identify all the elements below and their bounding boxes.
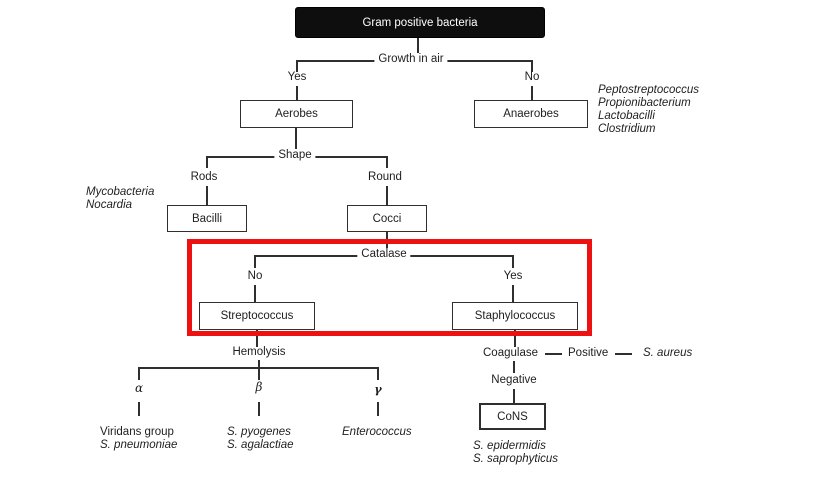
connector-line: [258, 360, 260, 368]
branch-label-rods: Rods: [190, 171, 218, 183]
node-gram-positive-bacteria: Gram positive bacteria: [295, 7, 545, 38]
connector-line: [254, 285, 256, 302]
result-s-aureus: S. aureus: [643, 347, 693, 359]
node-label: Anaerobes: [503, 108, 559, 120]
connector-line: [531, 61, 533, 72]
connector-line: [386, 232, 388, 256]
cons-species-list: S. epidermidis S. saprophyticus: [473, 440, 558, 466]
anaerobe-species-list: Peptostreptococcus Propionibacterium Lac…: [598, 84, 699, 136]
connector-line: [206, 157, 208, 168]
connector-line: [377, 402, 379, 416]
node-label: Staphylococcus: [474, 310, 556, 322]
decision-growth-in-air: Growth in air: [374, 53, 448, 66]
species-item: Enterococcus: [342, 426, 412, 438]
connector-line: [258, 402, 260, 416]
beta-species-list: S. pyogenes S. agalactiae: [227, 426, 294, 452]
node-staphylococcus: Staphylococcus: [452, 302, 578, 330]
dash-line: [545, 353, 562, 355]
connector-line: [386, 186, 388, 205]
decision-catalase: Catalase: [357, 248, 411, 261]
branch-label-yes: Yes: [287, 71, 307, 83]
connector-line: [377, 368, 379, 380]
connector-line: [417, 38, 419, 60]
node-streptococcus: Streptococcus: [199, 302, 315, 330]
species-item: Nocardia: [86, 199, 133, 211]
connector-line: [513, 389, 515, 403]
branch-label-alpha: α: [134, 381, 144, 395]
node-cons: CoNS: [479, 403, 546, 430]
connector-line: [296, 61, 298, 72]
branch-label-catalase-yes: Yes: [503, 270, 523, 282]
branch-label-negative: Negative: [491, 374, 537, 386]
species-item: S. epidermidis: [473, 440, 546, 452]
connector-line: [296, 86, 298, 100]
species-item: Lactobacilli: [598, 110, 655, 122]
connector-line: [513, 361, 515, 373]
species-item: S. pneumoniae: [100, 439, 178, 451]
species-item: Peptostreptococcus: [598, 84, 700, 96]
node-bacilli: Bacilli: [167, 205, 247, 232]
node-label: Aerobes: [275, 108, 318, 120]
connector-line: [512, 256, 514, 268]
connector-line: [512, 285, 514, 302]
connector-line: [256, 330, 258, 347]
connector-line: [138, 402, 140, 416]
node-aerobes: Aerobes: [240, 100, 353, 128]
decision-hemolysis: Hemolysis: [232, 346, 286, 358]
connector-line: [254, 256, 256, 268]
node-label: Cocci: [372, 212, 402, 225]
bacilli-species-list: Mycobacteria Nocardia: [86, 186, 154, 212]
connector-line: [258, 368, 260, 380]
decision-coagulase: Coagulase: [483, 347, 538, 359]
species-item: Viridans group: [100, 426, 174, 438]
node-anaerobes: Anaerobes: [474, 100, 588, 128]
branch-label-gamma: γ: [374, 383, 382, 396]
species-item: S. pyogenes: [227, 426, 291, 438]
node-label: CoNS: [497, 410, 528, 423]
species-item: Propionibacterium: [598, 97, 691, 109]
branch-label-positive: Positive: [568, 347, 609, 359]
alpha-species-list: Viridans group S. pneumoniae: [100, 426, 177, 452]
species-item: Clostridium: [598, 123, 656, 135]
connector-line: [138, 368, 140, 380]
connector-line: [531, 86, 533, 100]
dash-line: [615, 353, 632, 355]
branch-label-round: Round: [368, 171, 402, 183]
decision-shape: Shape: [274, 149, 316, 162]
gamma-species-list: Enterococcus: [342, 426, 412, 439]
connector-line: [206, 186, 208, 205]
species-item: S. agalactiae: [227, 439, 294, 451]
node-label: Gram positive bacteria: [362, 16, 478, 29]
node-cocci: Cocci: [347, 205, 427, 232]
node-label: Bacilli: [191, 212, 223, 225]
branch-label-beta: β: [255, 380, 263, 394]
node-label: Streptococcus: [220, 310, 294, 322]
species-item: S. saprophyticus: [473, 453, 559, 465]
branch-label-no: No: [524, 71, 540, 83]
connector-line: [295, 128, 297, 150]
branch-label-catalase-no: No: [247, 270, 263, 282]
connector-line: [386, 157, 388, 168]
connector-line: [514, 330, 516, 347]
species-item: Mycobacteria: [86, 186, 155, 198]
